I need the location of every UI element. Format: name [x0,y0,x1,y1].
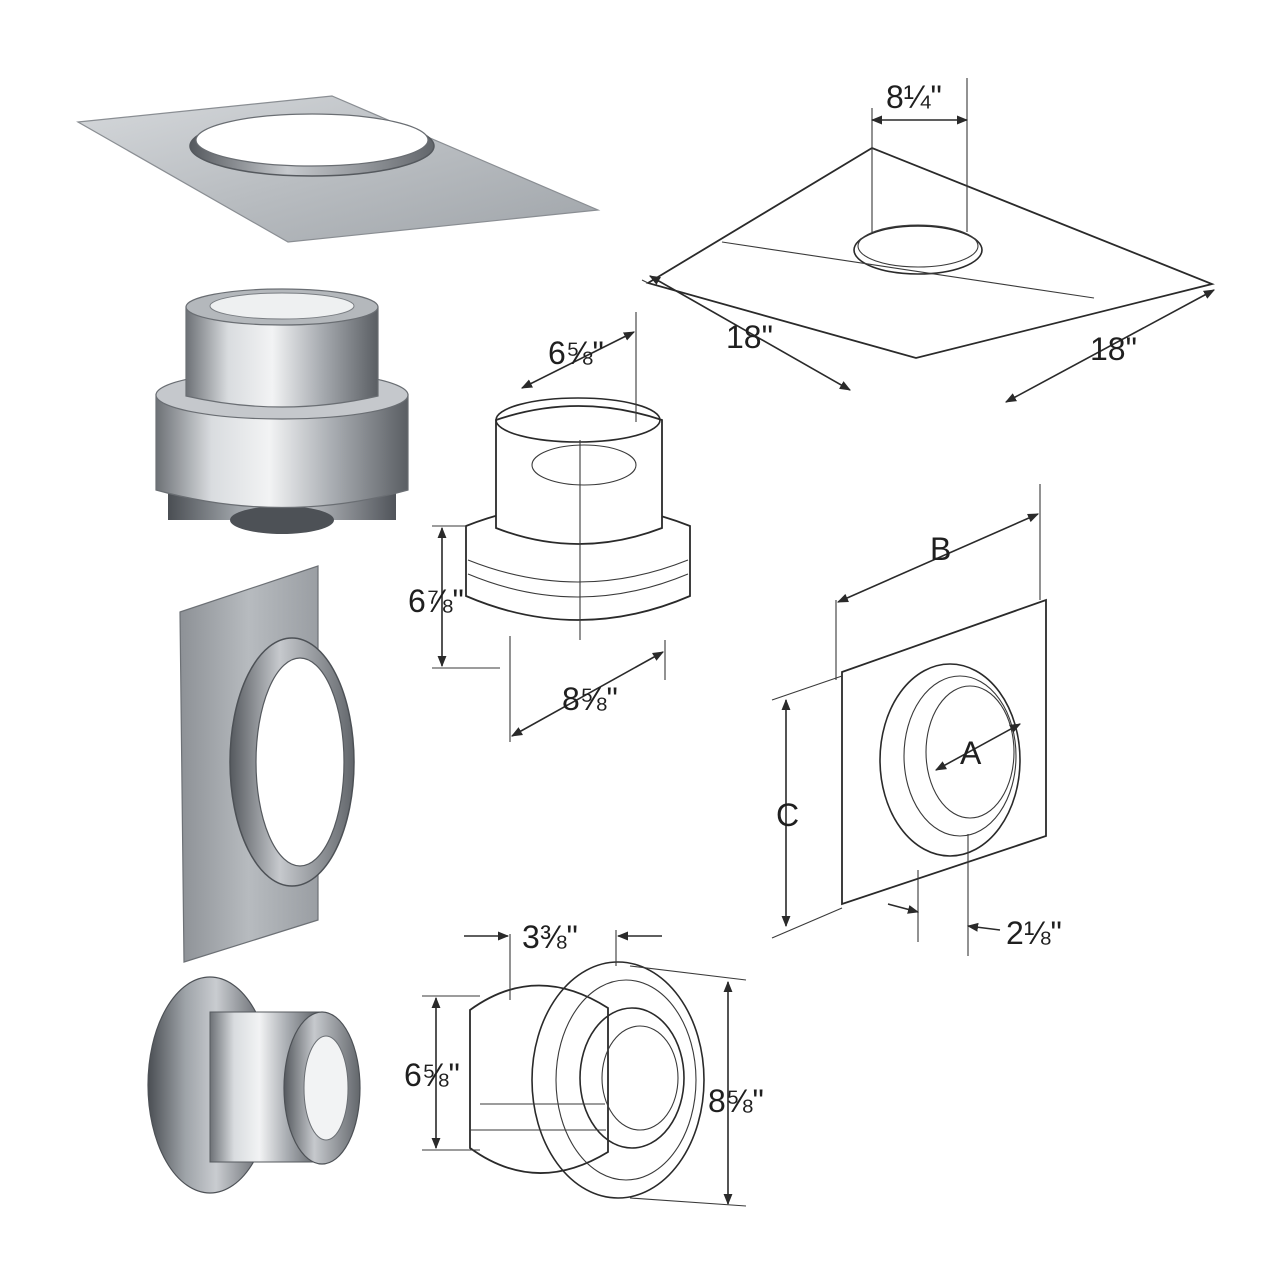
reducer-photo [155,288,409,534]
collar-depth-label: 2⅛" [1006,915,1062,951]
plate-width-label: 18" [726,319,773,355]
wall-plate-drawing: B C A 2⅛" [771,484,1062,956]
reducer-bottom-label: 8⅝" [562,681,618,717]
hole-diameter-label: 8¼" [886,79,942,115]
reducer-top-label: 6⅝" [548,335,604,371]
plate-depth-label: 18" [1090,331,1137,367]
collar-letter: A [960,735,982,771]
ceiling-plate-photo [76,95,601,243]
wall-thimble-drawing: 3⅜" 6⅝" 8⅝" [404,919,764,1207]
wall-thimble-photo [147,976,361,1194]
thimble-inner-label: 6⅝" [404,1057,460,1093]
reducer-height-label: 6⅞" [408,583,464,619]
reducer-drawing: 6⅝" 6⅞" 8⅝" [408,312,691,742]
wall-plate-photo [179,565,355,963]
thimble-outer-label: 8⅝" [708,1083,764,1119]
plate-width-letter: B [930,531,951,567]
plate-height-letter: C [776,797,799,833]
ceiling-plate-drawing: 8¼" 18" 18" [641,78,1215,403]
thimble-depth-label: 3⅜" [522,919,578,955]
